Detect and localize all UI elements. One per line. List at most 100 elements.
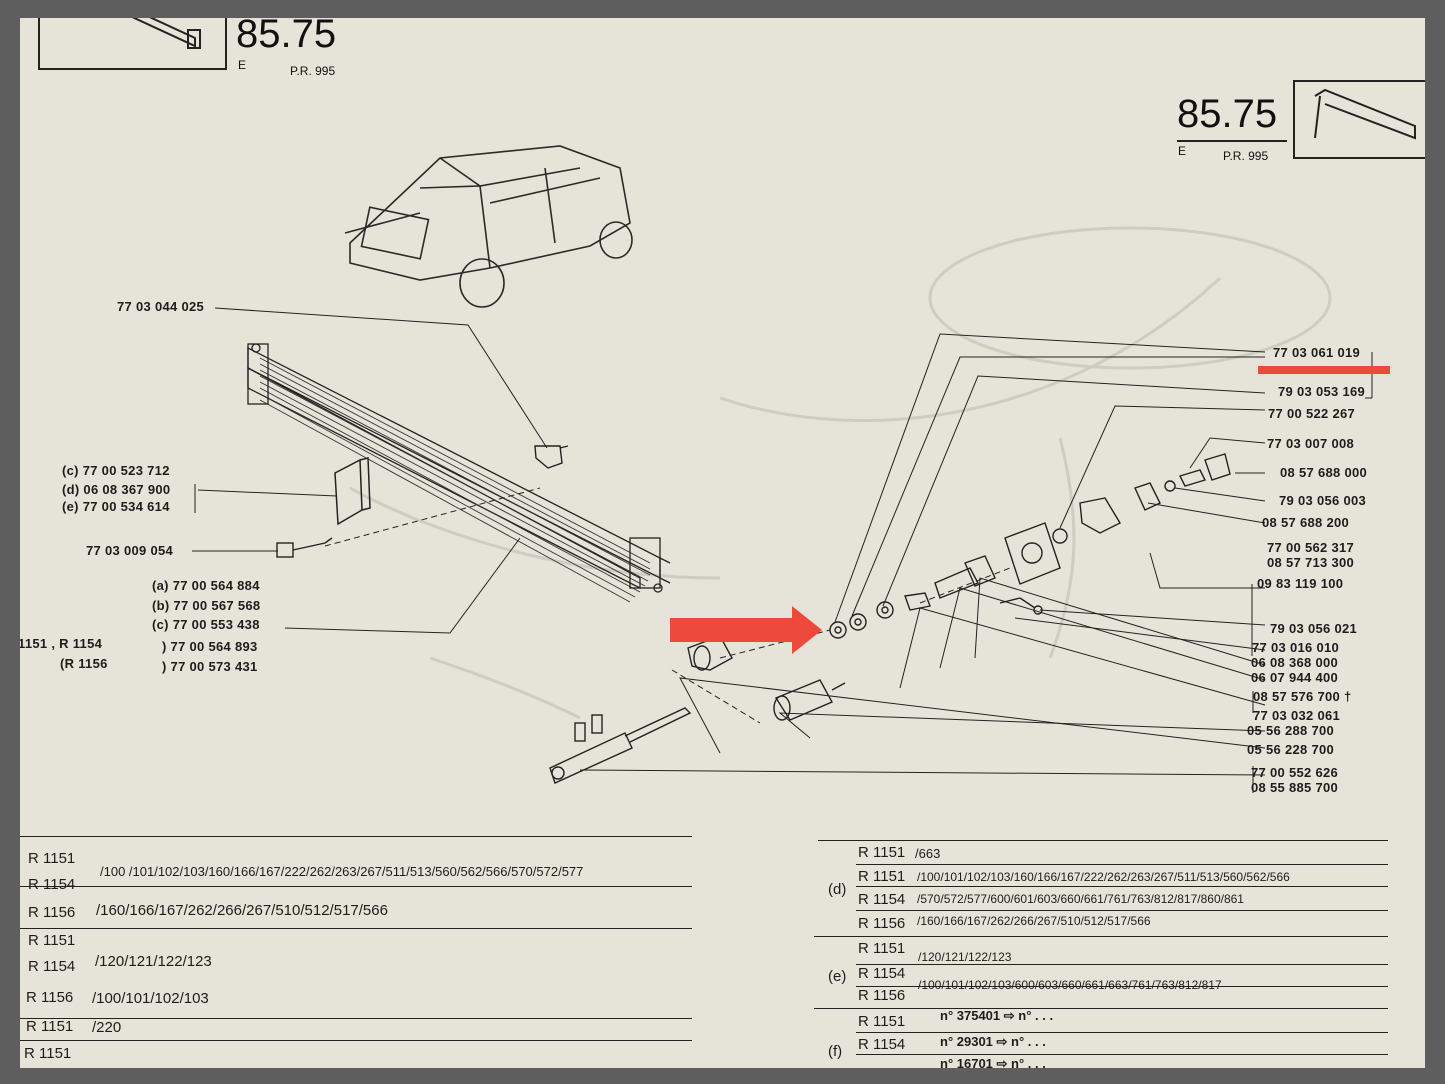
part-core-c: (c) 77 00 553 438 (152, 617, 260, 632)
right-row-model: R 1156 (858, 987, 906, 1004)
right-row-codes: /663 (915, 846, 941, 861)
part-core-r1156-label: (R 1156 (60, 656, 108, 671)
leader-lines-left (192, 307, 548, 634)
left-row-model: R 1156 (26, 989, 74, 1006)
valve-assembly (549, 453, 1231, 784)
right-row-model: R 1151 (858, 868, 906, 885)
left-table-rule (20, 1018, 692, 1019)
right-row-model: R 1154 (858, 891, 906, 908)
page-number-right: 85.75 (1177, 92, 1278, 136)
left-row-model: R 1154 (28, 958, 76, 975)
right-table-rule (856, 886, 1388, 887)
part-r17: 05 56 228 700 (1247, 742, 1335, 757)
page-ref-left: P.R. 995 (290, 64, 336, 78)
page-number-left: 85.75 (236, 18, 337, 56)
right-row-codes: /100/101/102/103/600/603/660/661/663/761… (918, 978, 1222, 992)
right-table-group-f: (f) (828, 1043, 843, 1060)
part-bracket-e: (e) 77 00 534 614 (62, 499, 170, 514)
header-right-rule (1177, 140, 1287, 142)
leader-lines-right (579, 333, 1373, 793)
left-table-rule (20, 928, 692, 929)
right-table-rule (856, 910, 1388, 911)
screw-part (276, 537, 333, 558)
left-row-model: R 1151 (28, 932, 76, 949)
part-r0: 77 03 061 019 (1273, 345, 1361, 360)
header-radiator-icon-left (131, 18, 201, 49)
left-row-codes: /100 /101/102/103/160/166/167/222/262/26… (100, 864, 584, 879)
right-row-codes: n° 29301 ⇨ n° . . . (940, 1034, 1046, 1049)
part-r1: 79 03 053 169 (1278, 384, 1366, 399)
right-row-model: R 1156 (858, 915, 906, 932)
header-radiator-icon-right (1314, 88, 1416, 140)
part-bracket-c: (c) 77 00 523 712 (62, 463, 170, 478)
part-r10: 79 03 056 021 (1270, 621, 1358, 636)
part-clip: 77 03 009 054 (86, 543, 174, 558)
left-row-model: R 1154 (28, 876, 76, 893)
left-table-rule (20, 1040, 692, 1041)
right-table-rule (818, 840, 1388, 841)
right-row-model: R 1151 (858, 1013, 906, 1030)
exploded-diagram (131, 18, 1416, 793)
part-r7: 77 00 562 317 (1267, 540, 1355, 555)
right-row-model: R 1151 (858, 940, 906, 957)
part-r15: 77 03 032 061 (1253, 708, 1341, 723)
part-r4: 08 57 688 000 (1280, 465, 1368, 480)
part-r9: 09 83 119 100 (1257, 576, 1344, 591)
part-r19: 08 55 885 700 (1251, 780, 1339, 795)
right-row-model: R 1151 (858, 844, 906, 861)
right-row-codes: /120/121/122/123 (918, 950, 1012, 964)
right-row-codes: /570/572/577/600/601/603/660/661/761/763… (917, 892, 1244, 906)
left-row-model: R 1151 (24, 1045, 72, 1062)
part-r3: 77 03 007 008 (1267, 436, 1355, 451)
part-r16: 05 56 288 700 (1247, 723, 1335, 738)
right-table-rule (856, 1054, 1388, 1055)
left-row-model: R 1156 (28, 904, 76, 921)
part-r11: 77 03 016 010 (1252, 640, 1340, 655)
left-row-model: R 1151 (28, 850, 76, 867)
red-highlight-bar (1258, 366, 1390, 374)
parts-catalog-page: 85.75 E P.R. 995 85.75 E P.R. 995 (20, 18, 1425, 1068)
right-row-model: R 1154 (858, 965, 906, 982)
right-table-group-e: (e) (828, 968, 847, 985)
part-r14: 08 57 576 700 † (1253, 689, 1352, 704)
part-r12: 06 08 368 000 (1251, 655, 1339, 670)
right-row-codes: /100/101/102/103/160/166/167/222/262/263… (917, 870, 1290, 884)
part-core-b: (b) 77 00 567 568 (152, 598, 261, 613)
part-core-r1156-number: ) 77 00 573 431 (162, 659, 258, 674)
car-illustration (344, 145, 633, 308)
heater-radiator (247, 343, 671, 603)
part-r13: 06 07 944 400 (1251, 670, 1339, 685)
right-table-group-d: (d) (828, 881, 847, 898)
right-table-rule (856, 986, 1388, 987)
part-r5: 79 03 056 003 (1279, 493, 1367, 508)
left-table-rule (20, 836, 692, 837)
part-core-a: (a) 77 00 564 884 (152, 578, 260, 593)
clip-part (534, 445, 569, 469)
left-row-codes: /160/166/167/262/266/267/510/512/517/566 (96, 902, 388, 919)
red-arrow-icon (670, 606, 822, 654)
right-table-rule (814, 936, 1388, 937)
header-right-box (1293, 80, 1425, 159)
ghost-lines (349, 226, 1332, 720)
part-r6: 08 57 688 200 (1262, 515, 1350, 530)
part-radiator: 77 03 044 025 (117, 299, 205, 314)
left-row-codes: /220 (92, 1019, 122, 1036)
part-r2: 77 00 522 267 (1268, 406, 1356, 421)
left-table-rule (20, 886, 692, 887)
part-r18: 77 00 552 626 (1251, 765, 1339, 780)
right-row-codes: n° 375401 ⇨ n° . . . (940, 1008, 1054, 1023)
right-table-rule (814, 1008, 1388, 1009)
part-core-r1154-number: ) 77 00 564 893 (162, 639, 258, 654)
part-r8: 08 57 713 300 (1267, 555, 1355, 570)
right-table-rule (856, 864, 1388, 865)
right-table-rule (856, 1032, 1388, 1033)
page-ref-right: P.R. 995 (1223, 149, 1269, 163)
left-row-codes: /100/101/102/103 (92, 990, 209, 1007)
right-row-model: R 1154 (858, 1036, 906, 1053)
left-row-model: R 1151 (26, 1018, 74, 1035)
left-row-codes: /120/121/122/123 (95, 953, 212, 970)
right-row-codes: /160/166/167/262/266/267/510/512/517/566 (917, 914, 1151, 928)
bracket-part (334, 457, 371, 526)
page-letter-left: E (238, 58, 247, 72)
part-core-r1154-label: 1151 , R 1154 (20, 636, 103, 651)
